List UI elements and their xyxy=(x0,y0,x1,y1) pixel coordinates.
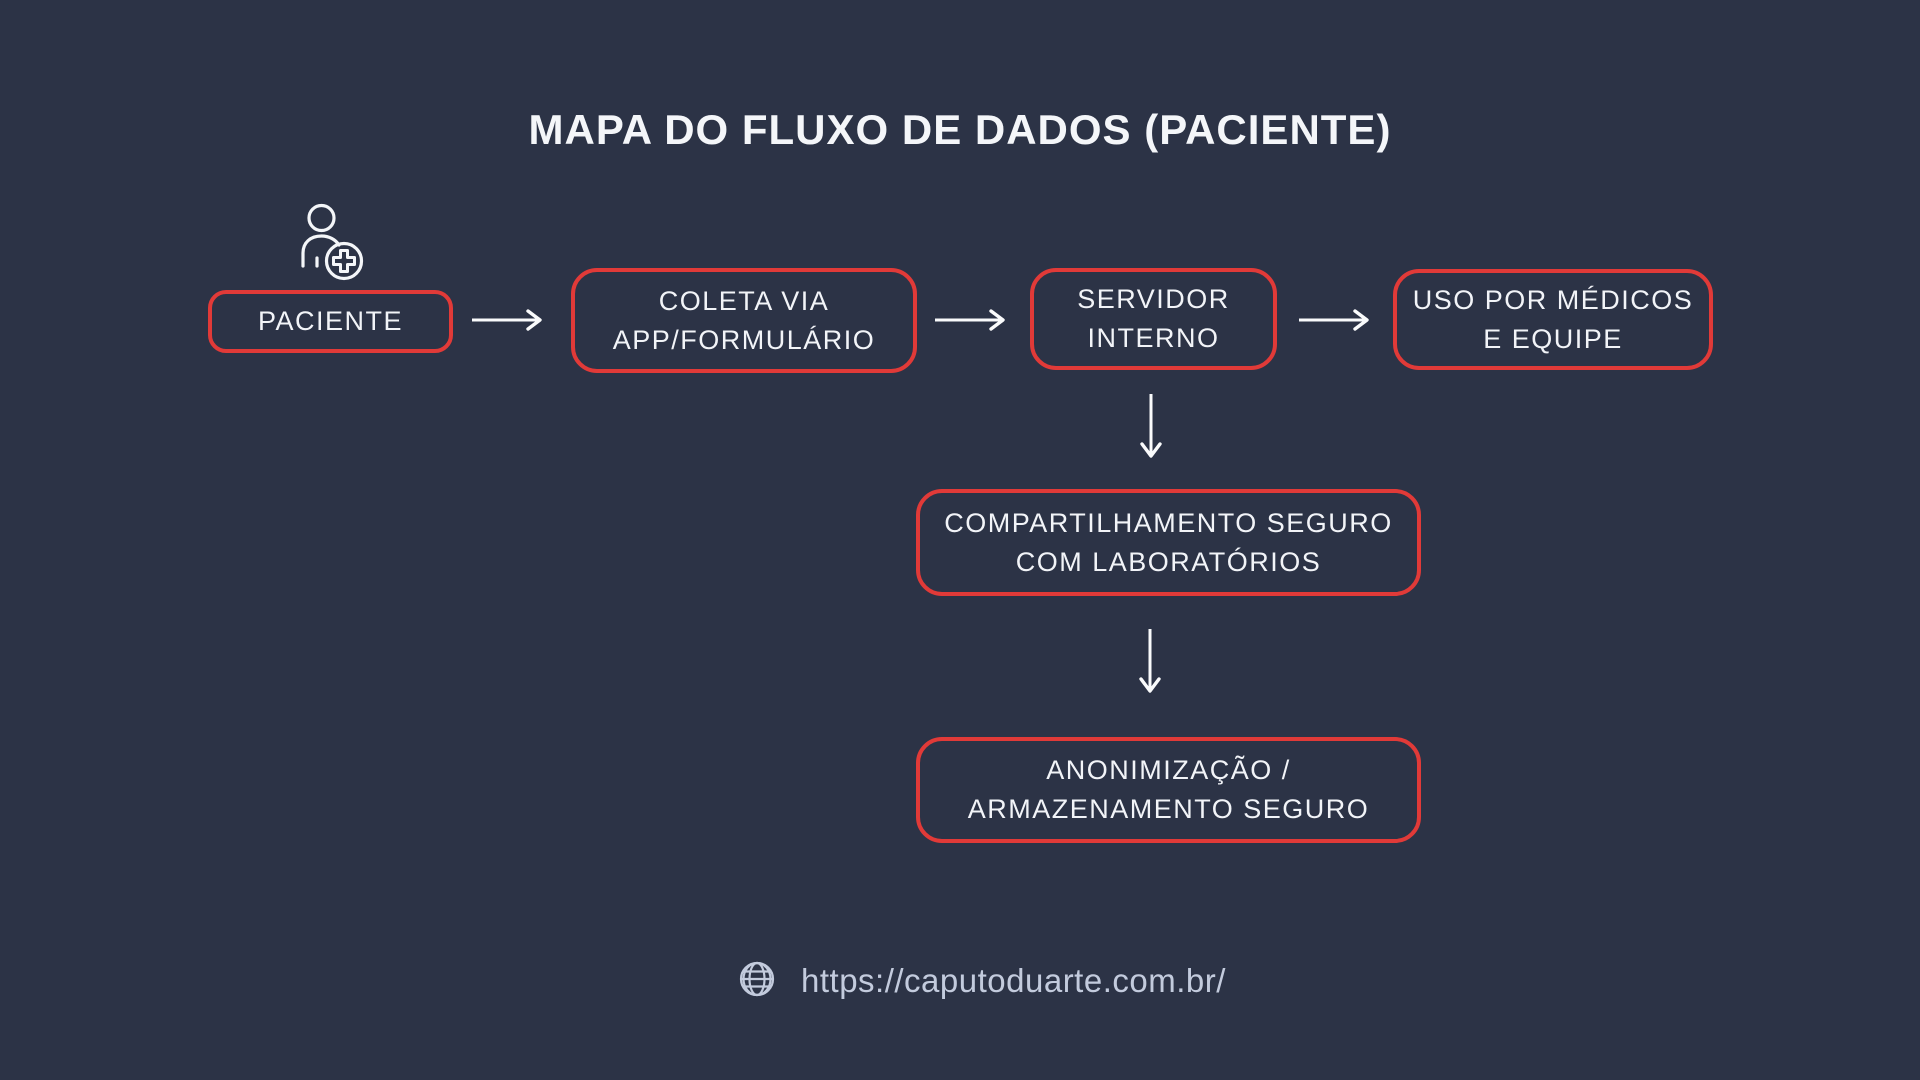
page-title: MAPA DO FLUXO DE DADOS (PACIENTE) xyxy=(528,106,1392,153)
arrow-coleta-to-servidor-icon xyxy=(933,308,1013,332)
node-uso-line1: USO POR MÉDICOS xyxy=(1412,284,1694,315)
globe-icon xyxy=(735,957,779,1006)
node-paciente: PACIENTE xyxy=(208,290,453,353)
node-anonimizacao-line2: ARMAZENAMENTO SEGURO xyxy=(967,794,1370,824)
website-link[interactable]: https://caputoduarte.com.br/ xyxy=(801,962,1226,999)
footer: https://caputoduarte.com.br/ xyxy=(735,955,1226,1007)
arrow-paciente-to-coleta-icon xyxy=(470,308,550,332)
node-paciente-label: PACIENTE xyxy=(257,306,404,336)
node-compartilhamento-line1: COMPARTILHAMENTO SEGURO xyxy=(944,507,1393,538)
arrow-servidor-to-uso-icon xyxy=(1297,308,1377,332)
node-anonimizacao-armazenamento: ANONIMIZAÇÃO / ARMAZENAMENTO SEGURO xyxy=(916,737,1421,843)
node-coleta-line2: APP/FORMULÁRIO xyxy=(612,324,876,355)
patient-with-medical-cross-icon xyxy=(290,195,380,290)
node-compartilhamento-seguro: COMPARTILHAMENTO SEGURO COM LABORATÓRIOS xyxy=(916,489,1421,596)
node-uso-line2: E EQUIPE xyxy=(1483,323,1623,354)
arrow-compartilhamento-to-anonimizacao-icon xyxy=(1137,627,1163,701)
node-compartilhamento-line2: COM LABORATÓRIOS xyxy=(1015,546,1322,577)
node-uso-por-medicos-e-equipe: USO POR MÉDICOS E EQUIPE xyxy=(1393,269,1713,370)
node-coleta-line1: COLETA VIA xyxy=(658,285,830,316)
arrow-servidor-to-compartilhamento-icon xyxy=(1138,392,1164,466)
node-servidor-line2: INTERNO xyxy=(1087,323,1220,353)
node-anonimizacao-line1: ANONIMIZAÇÃO / xyxy=(1046,755,1291,785)
node-servidor-line1: SERVIDOR xyxy=(1077,284,1230,314)
node-coleta-via-app-formulario: COLETA VIA APP/FORMULÁRIO xyxy=(571,268,917,373)
node-servidor-interno: SERVIDOR INTERNO xyxy=(1030,268,1277,370)
